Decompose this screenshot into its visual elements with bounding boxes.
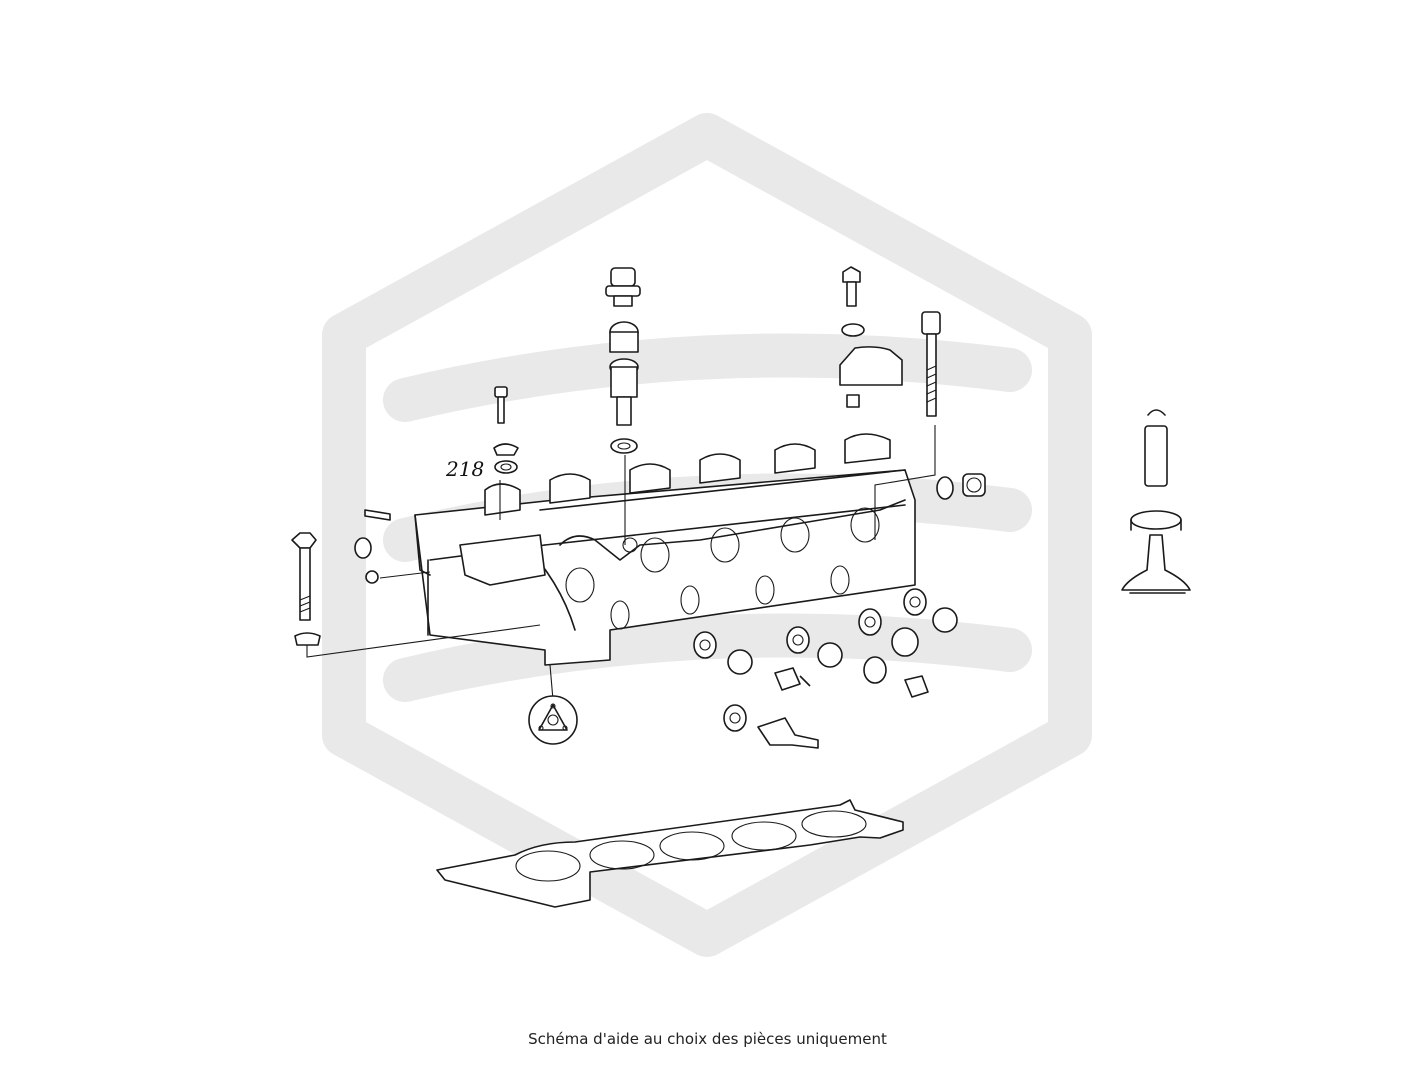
dowel-pins [354,509,391,584]
small-bolt-stack [493,386,519,474]
valve-assembly [1121,409,1191,594]
center-valve-stack [605,267,641,454]
head-bolt-left [291,532,321,646]
triangle-detail [528,695,578,745]
sealing-plugs [936,473,986,500]
cylinder-head [414,433,916,666]
leader-lines [306,425,936,701]
callout-label: 218 [445,457,484,481]
bearing-cap-stack [839,266,903,408]
sensor-fittings [693,588,958,749]
caption: Schéma d'aide au choix des pièces unique… [528,1030,887,1048]
long-head-bolt [921,311,941,417]
head-gasket [436,799,904,908]
